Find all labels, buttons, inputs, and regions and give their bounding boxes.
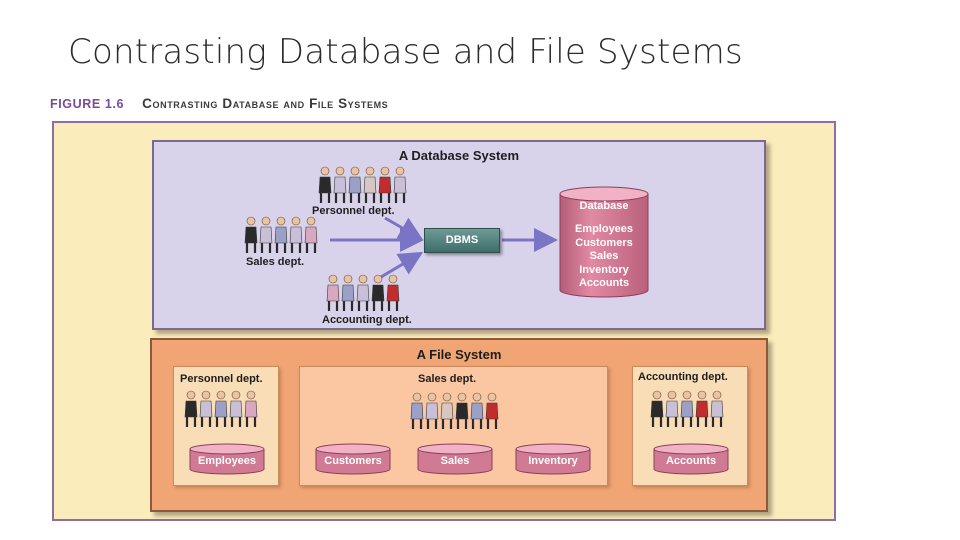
file-cylinder-body (515, 449, 591, 475)
database-item: Accounts (578, 277, 630, 290)
label-sales-fs: Sales dept. (418, 373, 477, 385)
label-personnel-fs: Personnel dept. (180, 373, 263, 385)
people-group-accounting-db (326, 274, 400, 311)
label-personnel-db: Personnel dept. (312, 205, 395, 217)
file-cylinder-body (315, 449, 391, 475)
file-cylinder-inventory (515, 443, 591, 475)
person-icon (326, 274, 340, 311)
file-cylinder-top (515, 443, 591, 455)
database-system-title: A Database System (398, 148, 520, 163)
database-item: Customers (575, 236, 633, 249)
person-icon (289, 216, 303, 253)
person-icon (341, 274, 355, 311)
person-icon (710, 390, 724, 427)
file-label-employees: Employees (197, 455, 257, 467)
file-label-sales: Sales (440, 455, 470, 467)
person-icon (259, 216, 273, 253)
people-group-accounting-fs (650, 390, 724, 427)
file-label-accounts: Accounts (665, 455, 717, 467)
person-icon (665, 390, 679, 427)
file-label-customers: Customers (324, 455, 382, 467)
person-icon (184, 390, 198, 427)
people-group-personnel-db (318, 166, 407, 203)
database-cylinder (559, 186, 649, 298)
figure-caption: FIGURE 1.6 Contrasting Database and File… (50, 96, 388, 111)
person-icon (470, 392, 484, 429)
person-icon (229, 390, 243, 427)
file-cylinder-body (653, 449, 729, 475)
figure-caption-text: Contrasting Database and File Systems (142, 96, 389, 111)
file-system-title: A File System (416, 347, 502, 362)
file-cylinder-accounts (653, 443, 729, 475)
person-icon (199, 390, 213, 427)
person-icon (695, 390, 709, 427)
label-sales-db: Sales dept. (246, 256, 305, 268)
file-cylinder-top (417, 443, 493, 455)
file-label-inventory: Inventory (528, 455, 578, 467)
people-group-sales-fs (410, 392, 499, 429)
person-icon (485, 392, 499, 429)
person-icon (455, 392, 469, 429)
file-cylinder-customers (315, 443, 391, 475)
file-cylinder-top (315, 443, 391, 455)
file-cylinder-sales (417, 443, 493, 475)
file-cylinder-top (653, 443, 729, 455)
person-icon (363, 166, 377, 203)
person-icon (318, 166, 332, 203)
person-icon (304, 216, 318, 253)
file-cylinder-employees (189, 443, 265, 475)
file-cylinder-top (189, 443, 265, 455)
database-item: Inventory (579, 263, 629, 276)
database-item: Employees (574, 223, 634, 235)
person-icon (333, 166, 347, 203)
people-group-personnel-fs (184, 390, 258, 427)
person-icon (214, 390, 228, 427)
file-cylinder-body (189, 449, 265, 475)
label-accounting-fs: Accounting dept. (638, 371, 728, 383)
person-icon (425, 392, 439, 429)
person-icon (244, 390, 258, 427)
person-icon (274, 216, 288, 253)
database-item: Sales (589, 250, 619, 263)
slide-title: Contrasting Database and File Systems (68, 32, 743, 72)
person-icon (356, 274, 370, 311)
file-cylinder-body (417, 449, 493, 475)
person-icon (378, 166, 392, 203)
dbms-box: DBMS (424, 228, 500, 253)
people-group-sales-db (244, 216, 318, 253)
person-icon (371, 274, 385, 311)
person-icon (680, 390, 694, 427)
person-icon (440, 392, 454, 429)
person-icon (348, 166, 362, 203)
database-items: Employees Customers Sales Inventory Acco… (558, 223, 650, 291)
figure-number: FIGURE 1.6 (50, 97, 125, 111)
person-icon (650, 390, 664, 427)
person-icon (410, 392, 424, 429)
person-icon (393, 166, 407, 203)
label-accounting-db: Accounting dept. (322, 314, 412, 326)
person-icon (386, 274, 400, 311)
person-icon (244, 216, 258, 253)
database-title: Database (579, 200, 629, 212)
